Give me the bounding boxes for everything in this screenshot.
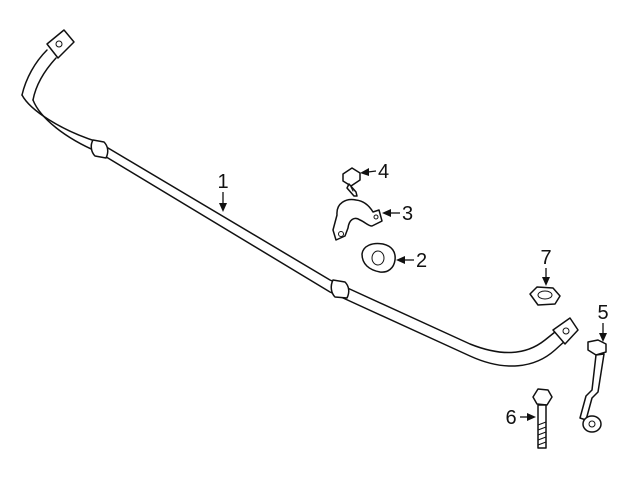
leader-6-arrowhead — [527, 413, 536, 421]
callout-1: 1 — [217, 171, 228, 193]
bar-tube-upper — [21, 94, 561, 354]
bar-left-end-tab — [46, 29, 75, 59]
nut-part-7 — [529, 286, 561, 306]
callout-4: 4 — [378, 161, 389, 183]
callout-3: 3 — [402, 203, 413, 225]
bar-band-left — [90, 139, 109, 159]
leader-5-arrowhead — [599, 333, 607, 342]
leader-4-arrowhead — [360, 168, 369, 176]
callout-7: 7 — [540, 247, 551, 269]
bar-tube-lower — [32, 99, 567, 367]
callout-6: 6 — [505, 407, 516, 429]
stabilizer-link-part-5 — [579, 339, 607, 433]
bar-band-right — [330, 279, 350, 299]
stabilizer-bar — [21, 29, 579, 367]
bar-right-end-tab — [552, 317, 579, 345]
leader-2-arrowhead — [396, 256, 405, 264]
leader-lines — [219, 168, 607, 421]
bolt-part-4 — [342, 167, 361, 197]
bar-left-end-hole — [55, 40, 63, 48]
leader-4 — [367, 170, 377, 173]
callout-2: 2 — [416, 250, 427, 272]
bolt-part-6 — [532, 388, 553, 449]
leader-1-arrowhead — [219, 203, 227, 212]
bar-left-arm-inner — [32, 57, 57, 101]
callout-5: 5 — [597, 302, 608, 324]
leader-3-arrowhead — [382, 209, 391, 217]
bar-left-arm-outer — [21, 49, 48, 96]
bushing-part-2 — [361, 242, 396, 273]
leader-7-arrowhead — [542, 277, 550, 286]
bracket-part-3 — [332, 198, 383, 241]
bar-right-end-hole — [562, 327, 570, 335]
callout-labels: 1 2 3 4 5 6 7 — [217, 161, 608, 429]
